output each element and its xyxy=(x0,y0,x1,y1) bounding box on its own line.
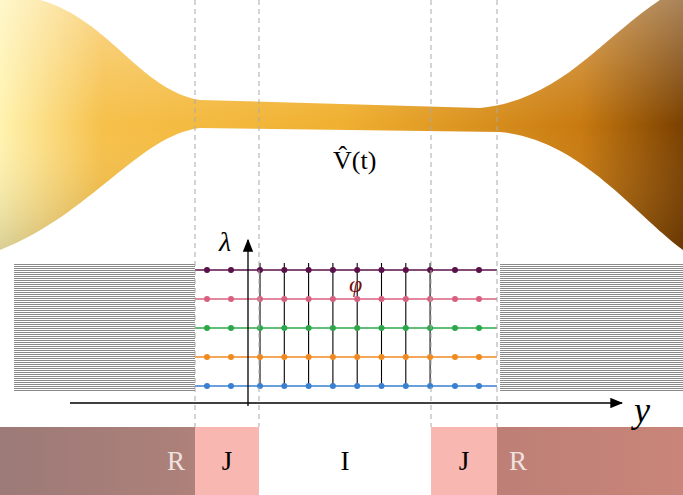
field-label: φ xyxy=(349,272,362,296)
lattice xyxy=(195,263,497,389)
lattice-site xyxy=(204,325,210,331)
lattice-site xyxy=(330,267,336,273)
lattice-site xyxy=(354,354,360,360)
y-axis xyxy=(247,240,248,406)
x-axis xyxy=(70,402,622,403)
lattice-site xyxy=(228,383,234,389)
lattice-site xyxy=(403,325,409,331)
lattice-site xyxy=(330,383,336,389)
hatched-region xyxy=(500,263,683,391)
wormhole-throat xyxy=(0,0,683,250)
lattice-site xyxy=(452,354,458,360)
lattice-site xyxy=(354,325,360,331)
lattice-site xyxy=(452,267,458,273)
region-band: J xyxy=(195,427,259,495)
lattice-row xyxy=(195,356,497,358)
operator-label: V̂(t) xyxy=(333,148,376,174)
lattice-site xyxy=(330,325,336,331)
region-label: I xyxy=(341,448,350,475)
lattice-site xyxy=(379,325,385,331)
lattice-site xyxy=(228,267,234,273)
lattice-site xyxy=(427,354,433,360)
lattice-site xyxy=(403,296,409,302)
lattice-site xyxy=(281,267,287,273)
lattice-site xyxy=(427,383,433,389)
lattice-site xyxy=(403,383,409,389)
lattice-site xyxy=(204,383,210,389)
region-label: J xyxy=(222,448,233,475)
lattice-site xyxy=(306,354,312,360)
lattice-row xyxy=(195,298,497,300)
region-dividers xyxy=(195,0,497,427)
lattice-site xyxy=(476,296,482,302)
lattice-site xyxy=(379,267,385,273)
lattice-site xyxy=(204,296,210,302)
lattice-site xyxy=(427,325,433,331)
lattice-site xyxy=(228,325,234,331)
lattice-row xyxy=(195,269,497,271)
hatched-region xyxy=(14,263,195,391)
region-band: R xyxy=(497,427,683,495)
lattice-site xyxy=(452,325,458,331)
lattice-site xyxy=(476,354,482,360)
lattice-site xyxy=(281,325,287,331)
lattice-site xyxy=(354,383,360,389)
lattice-site xyxy=(257,383,263,389)
lattice-site xyxy=(281,296,287,302)
lattice-site xyxy=(379,296,385,302)
lattice-site xyxy=(476,383,482,389)
lattice-site xyxy=(257,325,263,331)
wormhole-shade xyxy=(0,0,683,250)
lattice-site xyxy=(330,296,336,302)
lattice-site xyxy=(354,296,360,302)
lattice-site xyxy=(452,296,458,302)
region-label: R xyxy=(509,448,527,475)
lattice-row xyxy=(195,385,497,387)
lattice-site xyxy=(204,354,210,360)
lattice-site xyxy=(476,325,482,331)
lattice-site xyxy=(427,267,433,273)
axis-label: λ xyxy=(219,228,231,256)
lattice-site xyxy=(257,296,263,302)
lattice-site xyxy=(257,354,263,360)
lattice-site xyxy=(257,267,263,273)
lattice-site xyxy=(306,383,312,389)
lattice-site xyxy=(281,383,287,389)
lattice-site xyxy=(452,383,458,389)
lattice-site xyxy=(281,354,287,360)
lattice-site xyxy=(228,354,234,360)
lattice-site xyxy=(403,354,409,360)
lattice-site xyxy=(306,296,312,302)
axis-label: y xyxy=(634,392,650,428)
lattice-site xyxy=(476,267,482,273)
lattice-site xyxy=(330,354,336,360)
region-band: R xyxy=(0,427,195,495)
lattice-site xyxy=(306,267,312,273)
lattice-site xyxy=(379,383,385,389)
region-band: J xyxy=(431,427,497,495)
region-label: R xyxy=(167,448,185,475)
lattice-site xyxy=(228,296,234,302)
lattice-site xyxy=(403,267,409,273)
lattice-site xyxy=(306,325,312,331)
region-label: J xyxy=(459,448,470,475)
lattice-site xyxy=(204,267,210,273)
region-band: I xyxy=(259,427,431,495)
lattice-site xyxy=(427,296,433,302)
lattice-site xyxy=(379,354,385,360)
lattice-row xyxy=(195,327,497,329)
